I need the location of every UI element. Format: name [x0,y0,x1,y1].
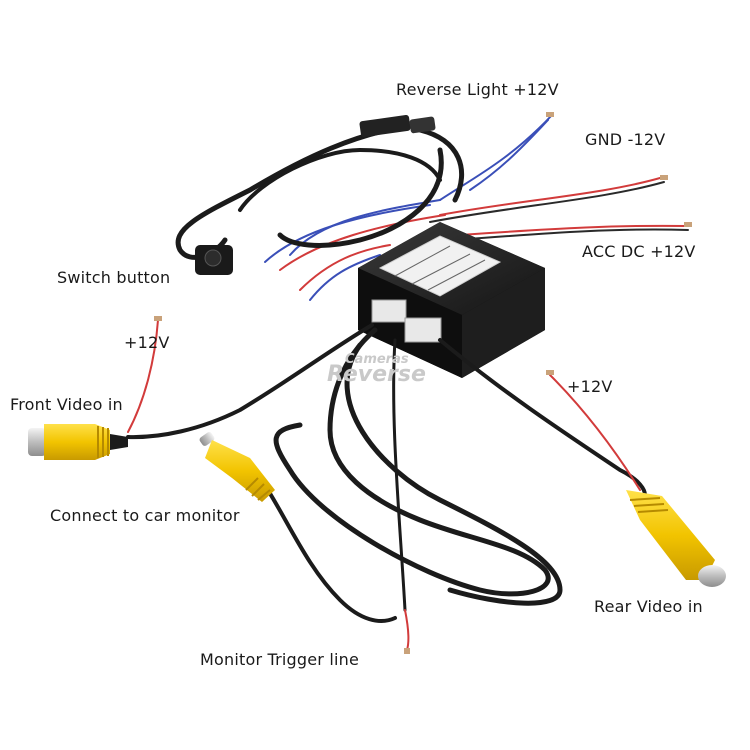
label-car-monitor: Connect to car monitor [50,506,240,525]
label-gnd: GND -12V [585,130,666,149]
watermark-small: Cameras [345,352,409,367]
label-reverse-light: Reverse Light +12V [396,80,559,99]
red-wire-gnd-2 [429,181,665,223]
car-monitor-rca [199,432,275,502]
front-video-rca [28,424,128,460]
label-front-plus12v: +12V [124,333,170,352]
mini-connector [359,114,436,138]
red-wire-acc [459,224,687,236]
rear-video-rca [626,490,726,587]
box-sticker [378,235,502,297]
label-switch-button: Switch button [57,268,171,287]
switch-button [195,245,233,275]
switch-button-cable [175,122,465,260]
coax-cables [126,323,647,623]
control-box [358,222,545,378]
label-front-video: Front Video in [10,395,123,414]
label-rear-video: Rear Video in [594,597,703,616]
label-rear-plus12v: +12V [567,377,613,396]
red-power-wires [127,319,641,651]
wire-ends [154,112,692,654]
red-wire-gnd [439,177,661,216]
label-trigger: Monitor Trigger line [200,650,360,669]
red-wire-acc-2 [454,228,689,241]
blue-wire-2 [439,114,553,201]
label-acc: ACC DC +12V [582,242,696,261]
watermark-big: Reverse [327,362,426,387]
